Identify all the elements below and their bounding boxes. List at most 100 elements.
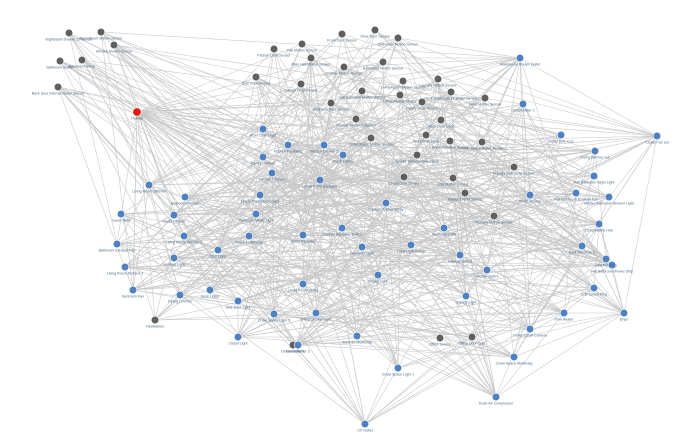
- device-node[interactable]: [244, 231, 254, 241]
- device-node[interactable]: [144, 180, 154, 190]
- sensor-node[interactable]: [96, 27, 106, 37]
- sensor-node[interactable]: [460, 188, 470, 198]
- device-node[interactable]: [619, 308, 629, 318]
- device-node[interactable]: [357, 242, 367, 252]
- sensor-node[interactable]: [421, 130, 431, 140]
- device-node[interactable]: [205, 285, 215, 295]
- device-node[interactable]: [604, 192, 614, 202]
- sensor-node[interactable]: [251, 72, 261, 82]
- device-node[interactable]: [315, 175, 325, 185]
- device-node[interactable]: [455, 250, 465, 260]
- device-node[interactable]: [298, 279, 308, 289]
- sensor-node[interactable]: [448, 173, 458, 183]
- sensor-node[interactable]: [53, 82, 63, 92]
- sensor-node[interactable]: [446, 87, 456, 97]
- device-node[interactable]: [556, 130, 566, 140]
- sensor-node[interactable]: [296, 79, 306, 89]
- device-node[interactable]: [180, 192, 190, 202]
- device-node[interactable]: [112, 239, 122, 249]
- device-node[interactable]: [352, 331, 362, 341]
- sensor-node[interactable]: [467, 332, 477, 342]
- device-node[interactable]: [482, 265, 492, 275]
- device-node[interactable]: [116, 209, 126, 219]
- sensor-node[interactable]: [393, 33, 403, 43]
- sensor-node[interactable]: [326, 98, 336, 108]
- device-node[interactable]: [525, 190, 535, 200]
- device-node[interactable]: [373, 270, 383, 280]
- sensor-node[interactable]: [417, 97, 427, 107]
- sensor-node[interactable]: [435, 333, 445, 343]
- sensor-node[interactable]: [351, 114, 361, 124]
- sensor-node[interactable]: [378, 57, 388, 67]
- device-node[interactable]: [267, 168, 277, 178]
- device-node[interactable]: [293, 340, 303, 350]
- device-node[interactable]: [509, 352, 519, 362]
- device-node[interactable]: [258, 124, 268, 134]
- sensor-node[interactable]: [55, 56, 65, 66]
- device-node[interactable]: [213, 245, 223, 255]
- device-node[interactable]: [311, 308, 321, 318]
- device-node[interactable]: [590, 146, 600, 156]
- device-node[interactable]: [337, 223, 347, 233]
- device-node[interactable]: [255, 190, 265, 200]
- sensor-node[interactable]: [64, 28, 74, 38]
- sensor-node[interactable]: [399, 172, 409, 182]
- sensor-node[interactable]: [436, 115, 446, 125]
- device-node[interactable]: [120, 262, 130, 272]
- sensor-node[interactable]: [339, 62, 349, 72]
- device-node[interactable]: [179, 231, 189, 241]
- sensor-node[interactable]: [412, 150, 422, 160]
- device-node[interactable]: [589, 171, 599, 181]
- sensor-node[interactable]: [509, 162, 519, 172]
- device-node[interactable]: [319, 140, 329, 150]
- sensor-node[interactable]: [109, 40, 119, 50]
- device-node[interactable]: [360, 419, 370, 429]
- sensor-node[interactable]: [269, 44, 279, 54]
- sensor-node[interactable]: [370, 25, 380, 35]
- sensor-node[interactable]: [398, 76, 408, 86]
- device-node[interactable]: [439, 223, 449, 233]
- device-node[interactable]: [406, 240, 416, 250]
- device-node[interactable]: [393, 363, 403, 373]
- sensor-node[interactable]: [433, 74, 443, 84]
- device-node[interactable]: [518, 99, 528, 109]
- sensor-node[interactable]: [489, 211, 499, 221]
- device-node[interactable]: [589, 283, 599, 293]
- device-node[interactable]: [175, 290, 185, 300]
- sensor-node[interactable]: [395, 90, 405, 100]
- device-node[interactable]: [233, 332, 243, 342]
- sensor-node[interactable]: [366, 133, 376, 143]
- device-node[interactable]: [652, 131, 662, 141]
- device-node[interactable]: [559, 308, 569, 318]
- device-node[interactable]: [601, 254, 611, 264]
- sensor-node[interactable]: [150, 315, 160, 325]
- sensor-node[interactable]: [477, 137, 487, 147]
- device-node[interactable]: [269, 309, 279, 319]
- device-node[interactable]: [283, 140, 293, 150]
- device-node[interactable]: [461, 291, 471, 301]
- sensor-node[interactable]: [297, 39, 307, 49]
- device-node[interactable]: [128, 285, 138, 295]
- sensor-node[interactable]: [445, 136, 455, 146]
- device-node[interactable]: [515, 53, 525, 63]
- device-node[interactable]: [491, 392, 501, 402]
- device-node[interactable]: [381, 198, 391, 208]
- device-node[interactable]: [577, 241, 587, 251]
- sensor-node[interactable]: [357, 86, 367, 96]
- device-node[interactable]: [525, 324, 535, 334]
- sensor-node[interactable]: [306, 53, 316, 63]
- sensor-node[interactable]: [337, 29, 347, 39]
- device-node[interactable]: [594, 219, 604, 229]
- sensor-node[interactable]: [480, 93, 490, 103]
- device-node[interactable]: [571, 188, 581, 198]
- device-node[interactable]: [298, 230, 308, 240]
- device-node[interactable]: [258, 152, 268, 162]
- device-node[interactable]: [607, 260, 617, 270]
- device-node[interactable]: [233, 296, 243, 306]
- sensor-node[interactable]: [77, 55, 87, 65]
- device-node[interactable]: [169, 253, 179, 263]
- hub-node[interactable]: [132, 107, 142, 117]
- device-node[interactable]: [251, 209, 261, 219]
- device-node[interactable]: [338, 150, 348, 160]
- device-node[interactable]: [169, 210, 179, 220]
